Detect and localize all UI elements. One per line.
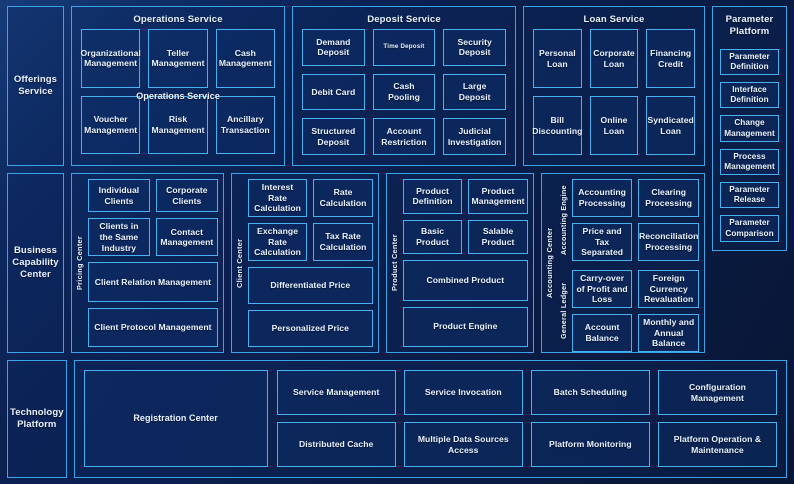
tile-combined-product[interactable]: Combined Product: [402, 260, 528, 301]
pricing-center-tiles: Interest Rate Calculation Rate Calculati…: [247, 179, 373, 347]
vertical-label-client-center: Client Center: [234, 238, 244, 288]
parameter-platform-column: Parameter Platform Parameter Definition …: [712, 6, 787, 251]
tile-process-management[interactable]: Process Management: [720, 148, 779, 176]
tile-time-deposit[interactable]: Time Deposit: [372, 29, 436, 66]
tile-monthly-and-annual-balance[interactable]: Monthly and Annual Balance: [638, 313, 700, 352]
panel-title-parameter-platform: Parameter Platform: [725, 14, 774, 38]
tile-reconciliation-processing[interactable]: Reconciliation Processing: [638, 222, 700, 261]
tile-registration-center[interactable]: Registration Center: [83, 370, 268, 467]
vertical-label-product-center: Product Center: [389, 234, 399, 292]
tile-cash-management[interactable]: Cash Management: [215, 29, 275, 88]
tile-syndicated-loan[interactable]: Syndicated Loan: [646, 96, 695, 155]
product-center-tiles: Product Definition Product Management Ba…: [402, 179, 528, 347]
tile-interface-definition[interactable]: Interface Definition: [720, 82, 779, 109]
tile-tax-rate-calculation[interactable]: Tax Rate Calculation: [313, 222, 373, 261]
tile-foreign-currency-revaluation[interactable]: Foreign Currency Revaluation: [638, 269, 700, 308]
panel-title-loan-service: Loan Service: [583, 14, 645, 25]
tile-judicial-investigation[interactable]: Judicial Investigation: [443, 118, 506, 155]
tile-configuration-management[interactable]: Configuration Management: [657, 370, 777, 415]
vertical-label-general-ledger: General Ledger: [558, 282, 568, 340]
vertical-label-pricing-center: Pricing Center: [75, 236, 84, 291]
tile-parameter-release[interactable]: Parameter Release: [720, 182, 779, 209]
tile-clearing-processing[interactable]: Clearing Processing: [638, 179, 700, 217]
tile-personal-loan[interactable]: Personal Loan: [533, 29, 582, 88]
tile-ancillary-transaction[interactable]: Ancillary Transaction: [215, 95, 275, 154]
tile-risk-management[interactable]: Risk Management: [148, 95, 208, 154]
tile-parameter-definition[interactable]: Parameter Definition: [720, 48, 779, 76]
general-ledger-group: General Ledger Carry-over of Profit and …: [558, 269, 700, 352]
operations-service-tiles: Organizational Management Teller Managem…: [72, 29, 284, 165]
panel-accounting-center[interactable]: Accounting Center Accounting Engine Acco…: [540, 173, 706, 353]
loan-service-tiles: Personal Loan Corporate Loan Financing C…: [524, 29, 704, 165]
layer-label-business-capability-center: Business Capability Center: [7, 173, 64, 353]
offerings-service-band: Offerings Service Operations Service Org…: [7, 6, 787, 251]
panel-pricing-center[interactable]: Client Center Interest Rate Calculation …: [230, 173, 379, 353]
tile-price-and-tax-separated[interactable]: Price and Tax Separated: [571, 222, 633, 261]
deposit-service-tiles: Demand Deposit Time Deposit Security Dep…: [293, 29, 515, 165]
tile-demand-deposit[interactable]: Demand Deposit: [302, 29, 365, 66]
tile-parameter-comparison[interactable]: Parameter Comparison: [720, 215, 779, 242]
layer-label-offerings-service: Offerings Service: [7, 6, 64, 166]
business-capability-band: Business Capability Center Pricing Cente…: [7, 173, 787, 353]
tile-cash-pooling[interactable]: Cash Pooling: [372, 73, 436, 111]
tile-clients-in-the-same-industry[interactable]: Clients in the Same Industry: [88, 218, 150, 257]
tile-account-balance[interactable]: Account Balance: [571, 313, 633, 352]
tile-product-management[interactable]: Product Management: [468, 179, 528, 214]
vertical-label-accounting-engine: Accounting Engine: [558, 185, 568, 255]
technology-platform-tiles: Service Management Service Invocation Ba…: [276, 370, 777, 467]
tile-basic-product[interactable]: Basic Product: [402, 219, 463, 254]
vertical-label-accounting-center: Accounting Center: [544, 227, 554, 299]
tile-account-restriction[interactable]: Account Restriction: [372, 118, 436, 155]
tile-service-invocation[interactable]: Service Invocation: [403, 370, 523, 415]
panel-technology-platform[interactable]: Registration Center Service Management S…: [73, 360, 787, 478]
tile-service-management[interactable]: Service Management: [276, 370, 396, 415]
accounting-center-body: Accounting Engine Accounting Processing …: [558, 179, 700, 352]
tile-individual-clients[interactable]: Individual Clients: [88, 179, 150, 213]
tile-voucher-management[interactable]: Voucher Management: [81, 95, 141, 154]
tile-security-deposit[interactable]: Security Deposit: [443, 29, 506, 66]
tile-corporate-loan[interactable]: Corporate Loan: [589, 29, 639, 88]
panel-title-operations-service: Operations Service: [133, 14, 223, 25]
tile-rate-calculation[interactable]: Rate Calculation: [313, 179, 373, 217]
tile-client-protocol-management[interactable]: Client Protocol Management: [88, 307, 218, 347]
panel-product-center[interactable]: Product Center Product Definition Produc…: [385, 173, 534, 353]
tile-accounting-processing[interactable]: Accounting Processing: [571, 179, 633, 217]
tile-financing-credit[interactable]: Financing Credit: [646, 29, 695, 88]
tile-structured-deposit[interactable]: Structured Deposit: [302, 118, 365, 155]
layer-label-technology-platform: Technology Platform: [7, 360, 67, 478]
tile-change-management[interactable]: Change Management: [720, 115, 779, 142]
tile-salable-product[interactable]: Salable Product: [468, 219, 528, 254]
tile-online-loan[interactable]: Online Loan: [589, 96, 639, 155]
tile-debit-card[interactable]: Debit Card: [302, 73, 365, 111]
tile-exchange-rate-calculation[interactable]: Exchange Rate Calculation: [247, 222, 308, 261]
panel-loan-service[interactable]: Loan Service Personal Loan Corporate Loa…: [523, 6, 705, 166]
tile-product-engine[interactable]: Product Engine: [402, 306, 528, 347]
client-center-tiles: Individual Clients Corporate Clients Cli…: [88, 179, 218, 347]
tile-teller-management[interactable]: Teller Management: [148, 29, 208, 88]
accounting-engine-group: Accounting Engine Accounting Processing …: [558, 179, 700, 261]
tile-distributed-cache[interactable]: Distributed Cache: [276, 422, 396, 467]
tile-corporate-clients[interactable]: Corporate Clients: [155, 179, 218, 213]
tile-platform-monitoring[interactable]: Platform Monitoring: [530, 422, 650, 467]
tile-client-relation-management[interactable]: Client Relation Management: [88, 262, 218, 302]
tile-large-deposit[interactable]: Large Deposit: [443, 73, 506, 111]
tile-bill-discounting[interactable]: Bill Discounting: [532, 96, 582, 155]
tile-platform-operation-maintenance[interactable]: Platform Operation & Maintenance: [657, 422, 777, 467]
tile-carry-over-of-profit-and-loss[interactable]: Carry-over of Profit and Loss: [571, 269, 633, 308]
tile-personalized-price[interactable]: Personalized Price: [247, 309, 373, 347]
tile-differentiated-price[interactable]: Differentiated Price: [247, 266, 373, 304]
tile-interest-rate-calculation[interactable]: Interest Rate Calculation: [247, 179, 308, 217]
tile-contact-management[interactable]: Contact Management: [155, 218, 218, 257]
tile-multiple-data-sources-access[interactable]: Multiple Data Sources Access: [403, 422, 523, 467]
panel-client-center[interactable]: Pricing Center Individual Clients Corpor…: [71, 173, 224, 353]
tile-organizational-management[interactable]: Organizational Management: [80, 29, 141, 88]
panel-deposit-service[interactable]: Deposit Service Demand Deposit Time Depo…: [292, 6, 516, 166]
panel-parameter-platform[interactable]: Parameter Platform Parameter Definition …: [712, 6, 787, 251]
tile-product-definition[interactable]: Product Definition: [402, 179, 463, 214]
panel-operations-service[interactable]: Operations Service Organizational Manage…: [71, 6, 285, 166]
panel-title-deposit-service: Deposit Service: [367, 14, 441, 25]
tile-batch-scheduling[interactable]: Batch Scheduling: [530, 370, 650, 415]
technology-platform-band: Technology Platform Registration Center …: [7, 360, 787, 478]
